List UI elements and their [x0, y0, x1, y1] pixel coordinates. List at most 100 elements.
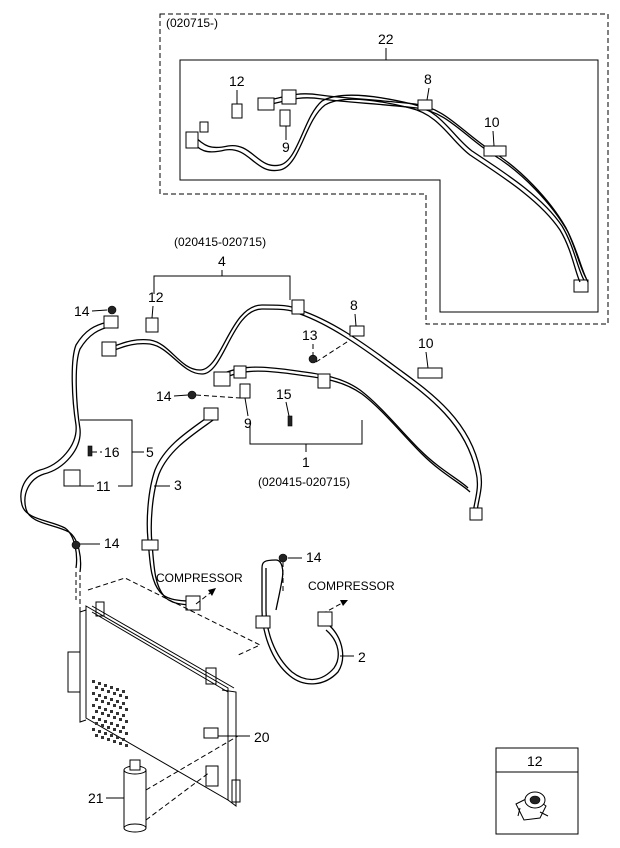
clamp-11	[63, 469, 81, 487]
mesh-cell	[125, 720, 128, 723]
mesh-cell	[110, 722, 113, 725]
callout-9-mid: 9	[244, 415, 252, 431]
hose-3-fitting	[203, 407, 219, 421]
mid-clamp-10	[417, 367, 443, 379]
top-variant-date-label: (020715-)	[166, 16, 218, 30]
bolt-16	[87, 445, 93, 457]
callout-8-top: 8	[424, 71, 432, 87]
nut-14-c	[71, 540, 81, 550]
drier-dashed-guide	[145, 735, 239, 791]
mesh-cell	[113, 704, 116, 707]
mesh-cell	[104, 684, 107, 687]
callout-22: 22	[378, 31, 394, 47]
mesh-cell	[113, 716, 116, 719]
condenser-core-mesh	[92, 680, 128, 747]
mid-left-fitting-top	[103, 315, 119, 329]
mesh-cell	[122, 702, 125, 705]
callout-11: 11	[96, 478, 111, 494]
nut-14-d	[278, 553, 288, 563]
top-valve-body	[257, 97, 275, 111]
callout-1-bracket	[249, 420, 363, 445]
mid-pipe-assembly-4	[20, 304, 483, 573]
mesh-cell	[116, 736, 119, 739]
mesh-cell	[110, 686, 113, 689]
callout-14-a: 14	[74, 303, 90, 319]
mesh-cell	[98, 718, 101, 721]
top-left-fitting	[185, 131, 199, 149]
mesh-cell	[101, 688, 104, 691]
nut-14-a	[107, 305, 117, 315]
mesh-cell	[95, 686, 98, 689]
compressor-right-arrowhead	[340, 600, 348, 606]
top-variant-dashed-frame	[159, 13, 609, 325]
mesh-cell	[104, 732, 107, 735]
mesh-cell	[101, 736, 104, 739]
compressor-label-left: COMPRESSOR	[156, 571, 243, 585]
nut-14-b	[187, 390, 197, 400]
mesh-cell	[104, 720, 107, 723]
hose-3-compressor-fitting	[185, 595, 201, 611]
callout-12-top: 12	[229, 73, 245, 89]
mid-bracket-9	[239, 383, 251, 399]
mesh-cell	[122, 738, 125, 741]
mesh-cell	[116, 724, 119, 727]
mesh-cell	[110, 710, 113, 713]
mesh-cell	[107, 738, 110, 741]
callout-5: 5	[146, 444, 154, 460]
mid-clamp-12	[145, 317, 159, 333]
mid-end-fitting	[469, 507, 483, 521]
mesh-cell	[92, 692, 95, 695]
top-clip-8	[417, 99, 433, 111]
callout-14-a-leader	[91, 309, 108, 312]
callout-9-top: 9	[282, 139, 290, 155]
callout-5-bracket	[80, 419, 133, 487]
group-1-date-label: (020415-020715)	[258, 475, 350, 489]
callout-21: 21	[88, 790, 104, 806]
mesh-cell	[104, 708, 107, 711]
callout-12-mid-leader	[151, 305, 154, 319]
nut-13	[308, 354, 318, 364]
callout-14-b-leader	[173, 394, 189, 397]
mesh-cell	[119, 730, 122, 733]
mesh-cell	[92, 728, 95, 731]
mesh-cell	[119, 706, 122, 709]
mesh-cell	[107, 726, 110, 729]
mesh-cell	[125, 696, 128, 699]
callout-3: 3	[174, 477, 182, 493]
mesh-cell	[92, 704, 95, 707]
callout-10-mid-leader	[425, 351, 429, 369]
bolt-15	[287, 415, 293, 427]
condenser-dashed-guides	[75, 572, 262, 657]
mesh-cell	[113, 692, 116, 695]
callout-16: 16	[104, 444, 120, 460]
mid-clip-8	[349, 325, 365, 337]
mesh-cell	[101, 700, 104, 703]
mesh-cell	[125, 708, 128, 711]
hose-2	[261, 559, 344, 685]
callout-20: 20	[254, 729, 270, 745]
callout-2: 2	[358, 649, 366, 665]
mesh-cell	[116, 688, 119, 691]
mesh-cell	[125, 732, 128, 735]
nut-13-dashed-guide	[315, 339, 351, 363]
inset-12-label: 12	[527, 753, 543, 769]
mesh-cell	[95, 722, 98, 725]
top-left-nut	[199, 121, 209, 133]
compressor-left-arrowhead	[208, 588, 216, 596]
mesh-cell	[116, 700, 119, 703]
mid-service-port	[233, 365, 247, 379]
condenser	[67, 601, 241, 807]
mesh-cell	[116, 712, 119, 715]
drier-dashed-guide-2	[145, 771, 211, 821]
mid-valve-body	[213, 371, 231, 387]
top-clamp-12	[231, 103, 243, 119]
top-variant-pipe-assembly	[189, 93, 589, 293]
top-bracket-9	[279, 109, 291, 127]
top-service-port	[281, 89, 297, 105]
mesh-cell	[98, 706, 101, 709]
inset-part-12	[495, 747, 579, 835]
mesh-cell	[113, 740, 116, 743]
mid-joint-1	[317, 373, 331, 389]
mesh-cell	[119, 694, 122, 697]
callout-1: 1	[302, 454, 310, 470]
